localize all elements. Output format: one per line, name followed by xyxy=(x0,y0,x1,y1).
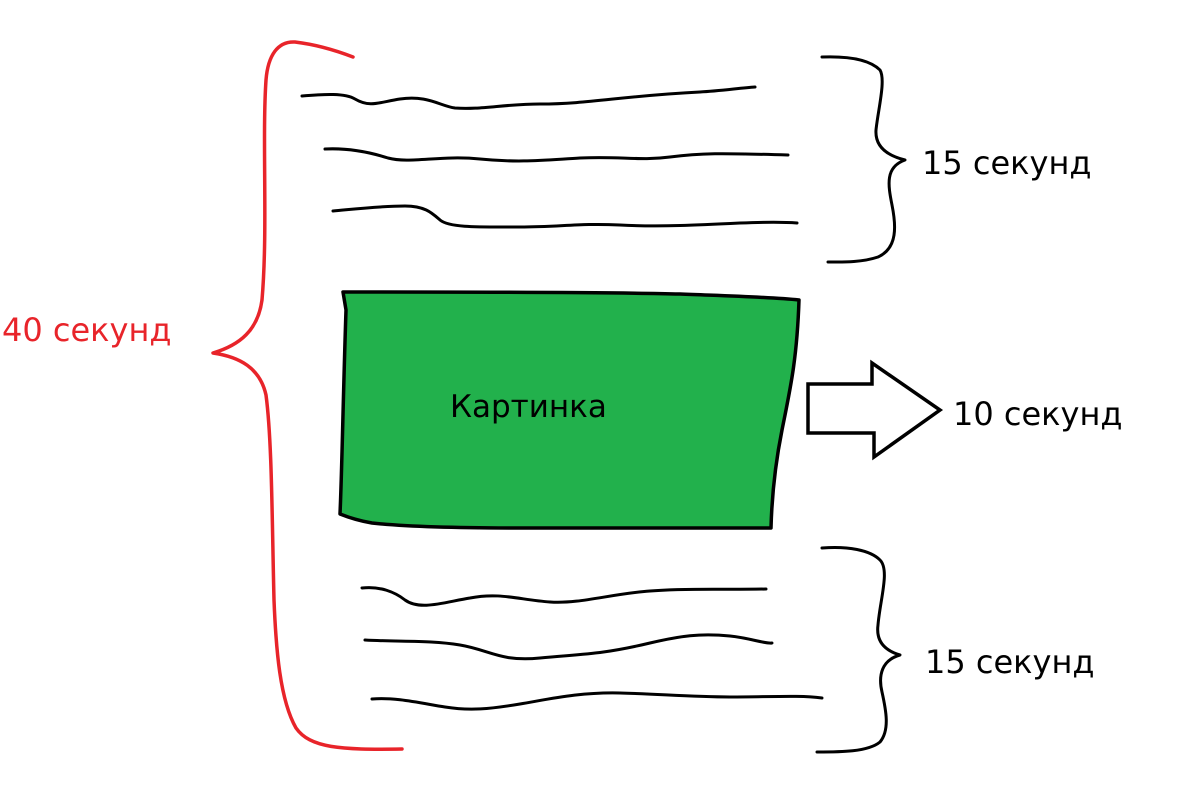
total-duration-label: 40 секунд xyxy=(2,311,172,349)
text-line xyxy=(300,85,757,110)
right-arrow-icon xyxy=(806,359,944,461)
text-line xyxy=(360,586,768,607)
right-brace-icon xyxy=(820,55,907,264)
text-line xyxy=(323,147,790,163)
picture-label: Картинка xyxy=(450,389,607,425)
text-line xyxy=(370,691,824,711)
text-line xyxy=(331,204,799,229)
left-brace-icon xyxy=(211,40,404,751)
picture-block xyxy=(338,290,801,530)
bottom-text-duration-label: 15 секунд xyxy=(925,643,1095,681)
picture-duration-label: 10 секунд xyxy=(953,395,1123,433)
right-brace-icon xyxy=(815,546,902,754)
top-text-block xyxy=(300,85,799,229)
top-text-duration-label: 15 секунд xyxy=(922,144,1092,182)
text-line xyxy=(363,633,774,661)
bottom-text-block xyxy=(360,586,824,711)
